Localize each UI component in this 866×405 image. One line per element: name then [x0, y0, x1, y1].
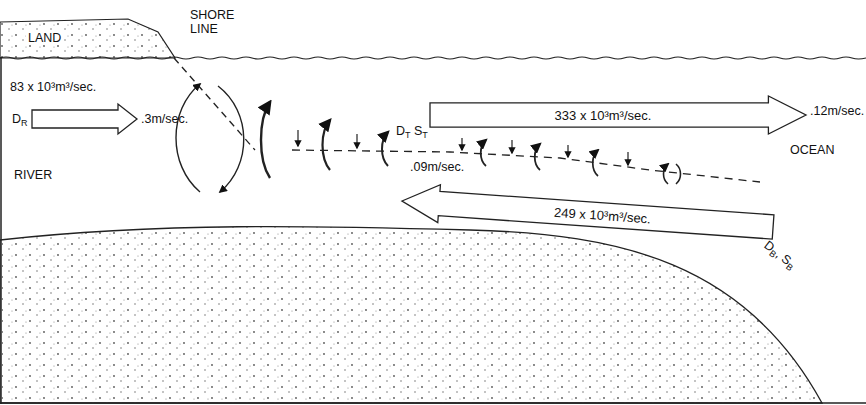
flow-rate: 249 x 10³m³/sec. — [554, 204, 652, 226]
subscript: B — [784, 262, 795, 274]
symbol-label: DB, SB — [761, 238, 799, 272]
subscript: T — [405, 130, 411, 140]
subscript: T — [422, 130, 428, 140]
region-label: RIVER — [14, 168, 52, 182]
subscript: R — [21, 118, 28, 128]
flow-rate: 83 x 10³m³/sec. — [10, 80, 96, 94]
region-label: LAND — [26, 31, 63, 45]
subscript: B — [767, 248, 778, 260]
velocity-label: .12m/sec. — [810, 104, 864, 118]
shore-label: SHORE LINE — [190, 8, 238, 37]
flow-arrow: 333 x 10³m³/sec. — [430, 96, 806, 134]
symbol-label: DR — [12, 112, 28, 126]
flow-rate: 333 x 10³m³/sec. — [555, 108, 652, 123]
velocity-label: .3m/sec. — [141, 112, 188, 126]
velocity-label: .09m/sec. — [408, 160, 466, 174]
region-label: OCEAN — [790, 143, 834, 157]
symbol-label: DT ST — [396, 124, 428, 138]
